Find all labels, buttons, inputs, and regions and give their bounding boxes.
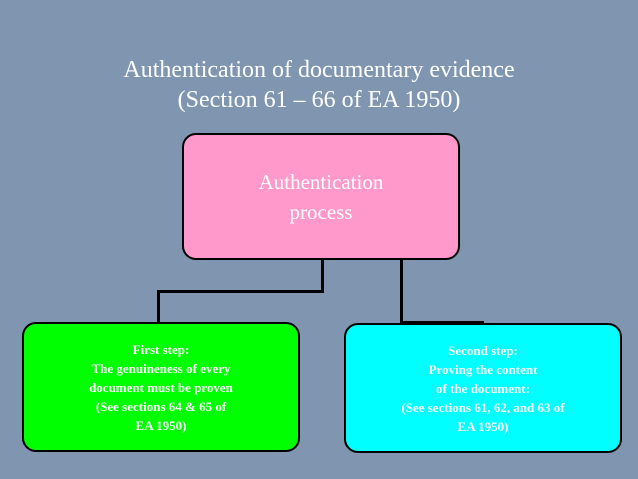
second-step-line-2: Proving the content (428, 361, 538, 377)
root-label-line-1: Authentication (258, 169, 384, 194)
connector-left-horizontal (157, 290, 324, 293)
connector-left-drop (157, 290, 160, 323)
second-step-line-3: of the document: (436, 380, 530, 396)
root-label-line-2: process (289, 199, 353, 224)
second-step-line-5: EA 1950) (457, 418, 509, 434)
connector-right-cap (400, 321, 484, 324)
title-line-1: Authentication of documentary evidence (123, 57, 515, 83)
connector-left-vertical (321, 260, 324, 292)
authentication-process-box: Authentication process (182, 133, 460, 260)
second-step-box: Second step: Proving the content of the … (344, 323, 622, 453)
first-step-line-5: EA 1950) (135, 417, 187, 433)
first-step-box: First step: The genuineness of every doc… (22, 322, 300, 452)
first-step-line-2: The genuineness of every (91, 360, 231, 376)
first-step-line-1: First step: (132, 341, 190, 357)
slide-title: Authentication of documentary evidence (… (0, 55, 638, 115)
second-step-line-4: (See sections 61, 62, and 63 of (401, 399, 565, 415)
connector-right-vertical (400, 260, 403, 324)
title-line-2: (Section 61 – 66 of EA 1950) (177, 87, 461, 113)
second-step-line-1: Second step: (448, 342, 518, 358)
first-step-line-4: (See sections 64 & 65 of (95, 398, 227, 414)
first-step-line-3: document must be proven (89, 379, 233, 395)
